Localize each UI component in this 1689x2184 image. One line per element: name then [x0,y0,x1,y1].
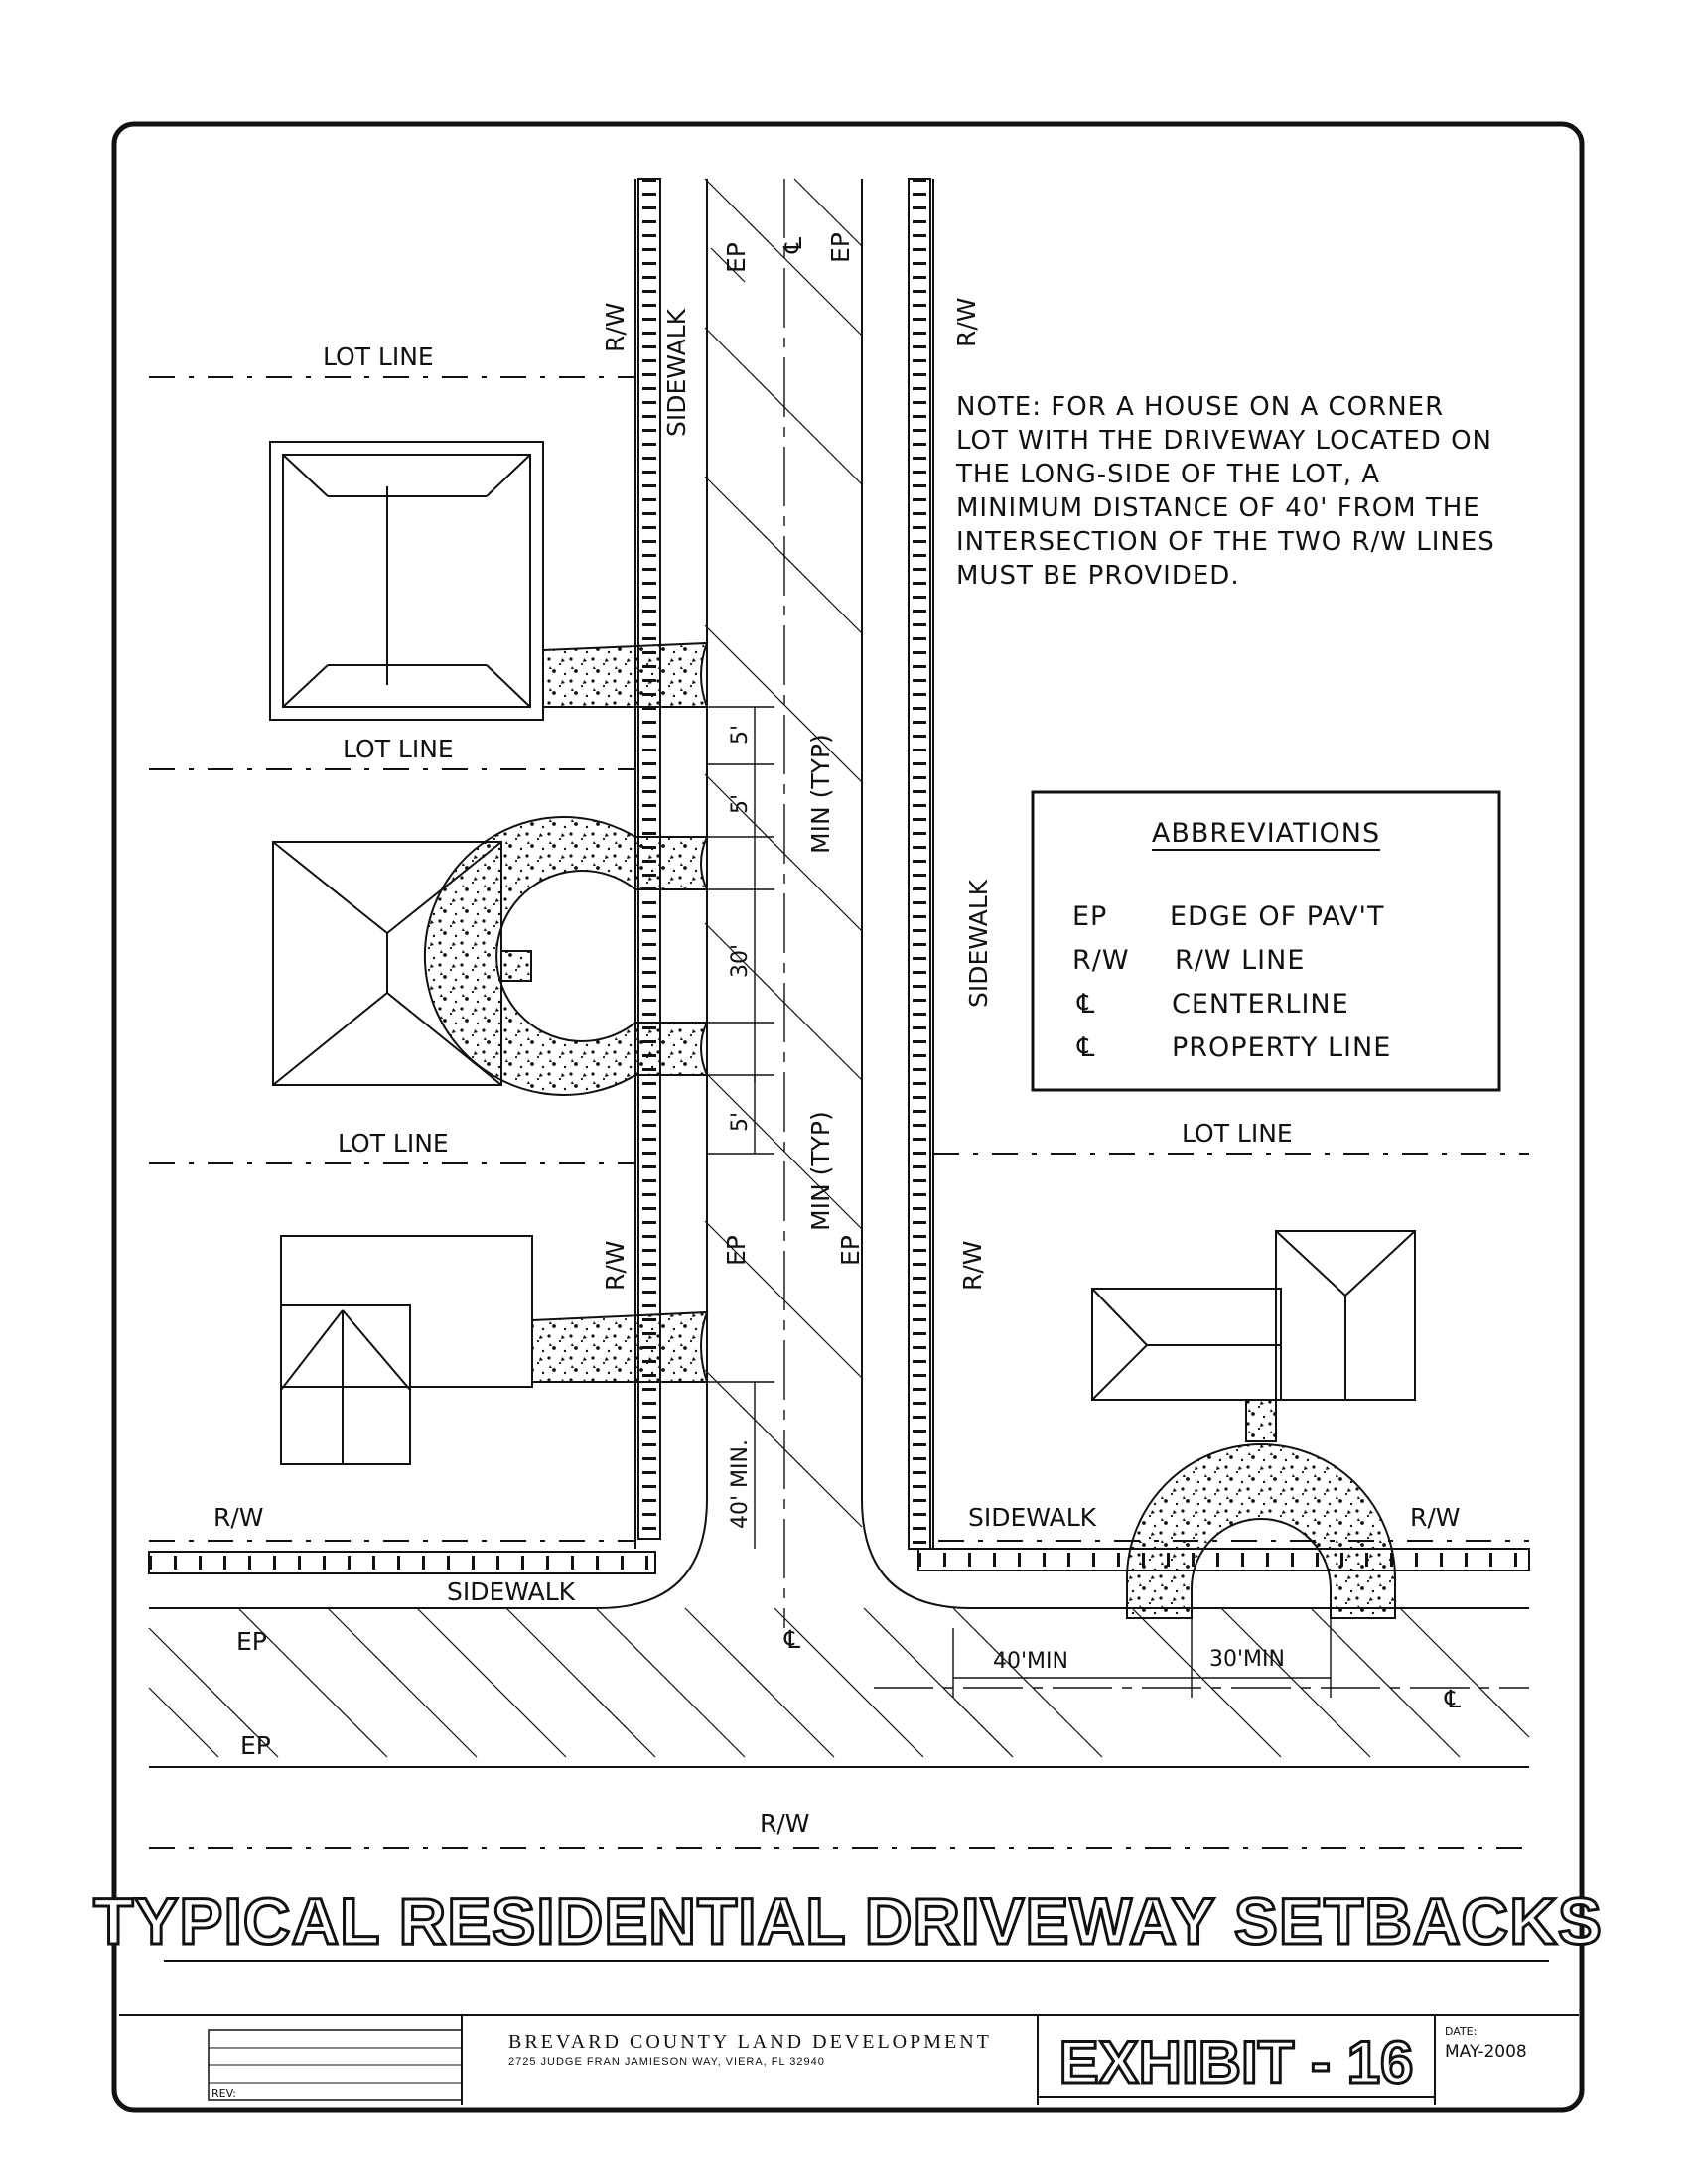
rw-label-bottom-right: R/W [1410,1503,1461,1532]
note-line-2: LOT WITH THE DRIVEWAY LOCATED ON [956,426,1492,456]
dim-5-lower: 5' [728,1112,753,1132]
sidewalk-bottom-left [148,1551,656,1574]
dimension-lines [707,706,1332,1698]
note-line-5: INTERSECTION OF THE TWO R/W LINES [956,527,1495,557]
drawing-title: TYPICAL RESIDENTIAL DRIVEWAY SETBACKS [93,1884,1603,1958]
house-4 [1091,1230,1416,1401]
ep-label-bottom-upper: EP [236,1627,267,1656]
note-line-4: MINIMUM DISTANCE OF 40' FROM THE [956,493,1480,523]
rw-label-bottom-center: R/W [760,1809,810,1838]
note-block: NOTE: FOR A HOUSE ON A CORNER LOT WITH T… [955,392,1495,591]
lot-lines [149,376,1529,1164]
title-block: REV: BREVARD COUNTY LAND DEVELOPMENT 272… [119,2014,1579,2105]
driveways [423,641,1396,1619]
abbr-meaning-3: CENTERLINE [1172,989,1349,1020]
sidewalk-bottom-right [917,1548,1530,1571]
exhibit-number: EXHIBIT - 16 [1059,2029,1414,2096]
note-line-6: MUST BE PROVIDED. [956,561,1240,591]
min-typ-label-upper: MIN (TYP) [806,734,835,854]
centerlines [783,179,1529,1689]
sidewalk-label-right: SIDEWALK [964,879,993,1008]
sidewalk-label-left: SIDEWALK [662,308,691,437]
sidewalk-label-bottom-left: SIDEWALK [447,1577,576,1606]
dim-40-min-horizontal: 40'MIN [993,1649,1068,1674]
sidewalk-right [908,178,931,1550]
rw-label-left-top: R/W [601,302,630,352]
lot-line-label-3: LOT LINE [338,1129,449,1158]
dim-5-upper: 5' [728,725,753,745]
date-value: MAY-2008 [1445,2042,1527,2062]
abbr-code-3: ℄ [1076,989,1095,1020]
rw-label-left-bottom: R/W [601,1240,630,1291]
min-typ-label-lower: MIN (TYP) [806,1111,835,1231]
org-name: BREVARD COUNTY LAND DEVELOPMENT [508,2031,992,2053]
org-address: 2725 JUDGE FRAN JAMIESON WAY, VIERA, FL … [508,2056,825,2068]
house-3 [280,1235,533,1465]
abbreviations-box: ABBREVIATIONS EP EDGE OF PAV'T R/W R/W L… [1031,790,1501,1092]
abbr-meaning-1: EDGE OF PAV'T [1170,901,1384,932]
ep-label-left-bottom: EP [722,1235,751,1266]
ep-label-left-top: EP [722,242,751,273]
rev-label: REV: [211,2087,236,2100]
sheet-border [111,121,1585,2113]
dim-30-min-horizontal: 30'MIN [1209,1647,1285,1672]
lot-line-label-1: LOT LINE [323,342,434,371]
road-hatching [148,178,1530,1758]
abbreviations-heading: ABBREVIATIONS [1152,818,1380,849]
note-line-1: NOTE: FOR A HOUSE ON A CORNER [956,392,1444,422]
abbr-code-4: ℄ [1076,1032,1095,1063]
dim-5-middle: 5' [728,794,753,814]
rw-label-bottom-left: R/W [213,1503,264,1532]
house-1 [269,441,544,721]
abbr-meaning-4: PROPERTY LINE [1172,1032,1391,1063]
abbr-meaning-2: R/W LINE [1175,945,1305,976]
dim-30: 30' [728,944,753,978]
abbr-code-1: EP [1072,901,1107,932]
abbr-code-2: R/W [1072,945,1130,976]
ep-label-right-bottom: EP [836,1235,865,1266]
lot-line-label-2: LOT LINE [343,735,454,763]
rw-label-right-bottom: R/W [958,1240,987,1291]
lot-line-label-4: LOT LINE [1182,1119,1293,1148]
sidewalk-label-bottom-right: SIDEWALK [968,1503,1097,1532]
note-line-3: THE LONG-SIDE OF THE LOT, A [955,460,1380,489]
date-label: DATE: [1445,2025,1477,2038]
centerline-symbol-bottom: ℄ [783,1625,800,1654]
rw-label-right-top: R/W [952,297,981,347]
ep-label-bottom-lower: EP [240,1731,271,1760]
dim-40-min-vertical: 40' MIN. [728,1439,753,1529]
centerline-symbol-top: ℄ [778,237,807,254]
ep-label-right-top: EP [826,232,855,263]
centerline-symbol-right: ℄ [1444,1685,1461,1713]
